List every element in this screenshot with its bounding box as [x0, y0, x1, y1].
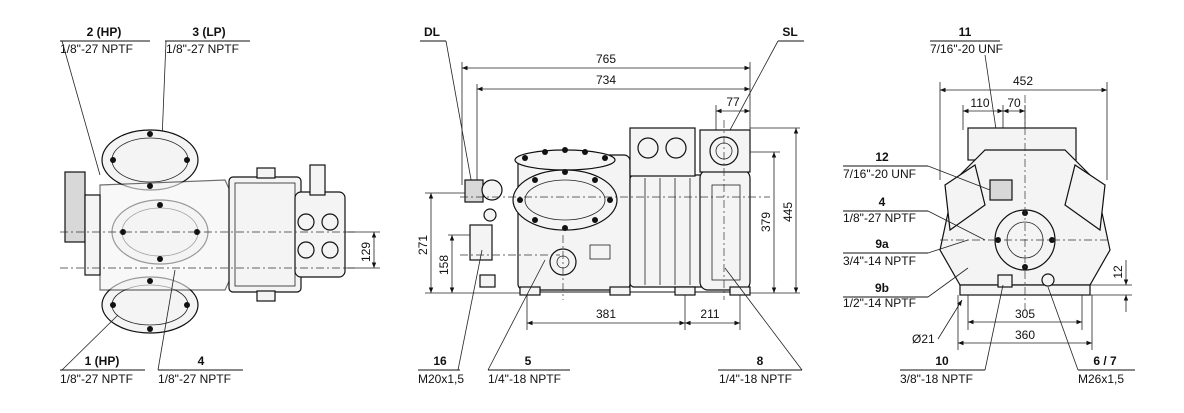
label-conn-5: 5 1/4"-18 NPTF	[487, 259, 570, 386]
right-view: 11 7/16"-20 UNF 452 110 70	[843, 25, 1135, 386]
label-conn-2-hp: 2 (HP) 1/8"-27 NPTF	[60, 25, 150, 176]
svg-text:9a: 9a	[875, 237, 889, 251]
svg-text:3/4"-14 NPTF: 3/4"-14 NPTF	[843, 254, 916, 268]
left-compressor-body	[60, 129, 355, 334]
svg-text:5: 5	[525, 354, 532, 368]
label-conn-16: 16 M20x1,5	[418, 249, 483, 386]
right-compressor-body	[939, 95, 1111, 310]
motor-end	[294, 191, 346, 278]
svg-text:DL: DL	[424, 25, 440, 39]
dim-452: 452	[939, 74, 1108, 180]
left-view: 2 (HP) 1/8"-27 NPTF 3 (LP) 1/8"-27 NPTF	[60, 25, 380, 386]
dim-381: 381	[526, 295, 686, 330]
svg-text:445: 445	[781, 202, 795, 222]
svg-text:7/16"-20 UNF: 7/16"-20 UNF	[843, 167, 916, 181]
dim-158: 158	[437, 234, 470, 293]
label-conn-6-7: 6 / 7 M26x1,5	[1047, 286, 1135, 386]
dim-211: 211	[685, 295, 741, 330]
label-conn-11: 11 7/16"-20 UNF	[930, 25, 1006, 191]
terminal-box	[228, 176, 302, 293]
dim-d21: Ø21	[912, 299, 963, 346]
svg-text:734: 734	[596, 73, 616, 87]
svg-text:110: 110	[970, 96, 989, 110]
svg-text:77: 77	[726, 95, 740, 109]
svg-text:211: 211	[700, 307, 719, 321]
conn-2-title: 2 (HP)	[87, 25, 122, 39]
motor-end-side	[699, 169, 751, 291]
svg-text:1/4"-18 NPTF: 1/4"-18 NPTF	[488, 372, 561, 386]
dim-765: 765	[461, 52, 751, 185]
center-compressor-body	[460, 120, 770, 300]
svg-text:1/4"-18 NPTF: 1/4"-18 NPTF	[719, 372, 792, 386]
svg-text:381: 381	[596, 307, 616, 321]
label-conn-9a: 9a 3/4"-14 NPTF	[843, 237, 969, 268]
svg-text:Ø21: Ø21	[912, 332, 935, 346]
svg-text:3/8"-18 NPTF: 3/8"-18 NPTF	[900, 372, 973, 386]
conn-4-title: 4	[198, 354, 205, 368]
label-conn-4-left: 4 1/8"-27 NPTF	[157, 269, 243, 386]
motor-fins	[629, 174, 706, 288]
label-conn-9b: 9b 1/2"-14 NPTF	[843, 267, 969, 310]
dim-77: 77	[715, 95, 750, 130]
svg-text:360: 360	[1015, 328, 1035, 342]
cylinder-head-top	[101, 129, 199, 191]
label-conn-8: 8 1/4"-18 NPTF	[718, 267, 803, 386]
label-conn-4-right: 4 1/8"-27 NPTF	[843, 195, 986, 241]
svg-text:70: 70	[1007, 96, 1021, 110]
svg-text:379: 379	[759, 212, 773, 232]
svg-text:1/2"-14 NPTF: 1/2"-14 NPTF	[843, 296, 916, 310]
svg-text:305: 305	[1015, 307, 1035, 321]
dim-305: 305	[967, 295, 1083, 330]
svg-text:10: 10	[935, 354, 949, 368]
svg-text:9b: 9b	[875, 281, 889, 295]
label-sl: SL	[729, 25, 804, 131]
label-conn-3-lp: 3 (LP) 1/8"-27 NPTF	[159, 25, 250, 191]
label-conn-1-hp: 1 (HP) 1/8"-27 NPTF	[60, 314, 145, 386]
dim-271: 271	[416, 192, 520, 294]
dim-12: 12	[1090, 260, 1132, 312]
conn-2-thread: 1/8"-27 NPTF	[60, 42, 133, 56]
svg-text:158: 158	[437, 255, 451, 275]
svg-text:8: 8	[757, 354, 764, 368]
dim-379: 379	[750, 151, 800, 294]
svg-text:M20x1,5: M20x1,5	[418, 372, 464, 386]
svg-text:4: 4	[879, 195, 886, 209]
conn-1-title: 1 (HP)	[85, 354, 120, 368]
svg-text:12: 12	[1111, 265, 1125, 279]
svg-text:452: 452	[1013, 74, 1033, 88]
svg-text:765: 765	[596, 52, 616, 66]
svg-text:M26x1,5: M26x1,5	[1078, 372, 1124, 386]
svg-text:16: 16	[433, 354, 447, 368]
label-conn-10: 10 3/8"-18 NPTF	[900, 284, 1004, 386]
svg-text:271: 271	[416, 235, 430, 255]
svg-text:1/8"-27 NPTF: 1/8"-27 NPTF	[843, 211, 916, 225]
svg-text:SL: SL	[782, 25, 797, 39]
valve-left	[64, 171, 86, 243]
svg-text:129: 129	[359, 242, 373, 262]
label-dl: DL	[420, 25, 473, 186]
svg-text:7/16"-20 UNF: 7/16"-20 UNF	[930, 42, 1003, 56]
dim-129: 129	[345, 231, 380, 269]
dim-360: 360	[957, 295, 1093, 350]
conn-4-thread: 1/8"-27 NPTF	[158, 372, 231, 386]
conn-1-thread: 1/8"-27 NPTF	[60, 372, 133, 386]
dim-445: 445	[750, 127, 800, 293]
valve-12	[989, 179, 1013, 201]
center-view: DL SL 765 734 77	[416, 25, 804, 386]
discharge-valve	[464, 179, 484, 203]
svg-text:12: 12	[875, 150, 889, 164]
svg-text:11: 11	[959, 25, 972, 39]
dim-734: 734	[476, 73, 750, 185]
label-conn-12: 12 7/16"-20 UNF	[843, 150, 991, 191]
svg-text:6 / 7: 6 / 7	[1093, 354, 1117, 368]
conn-3-thread: 1/8"-27 NPTF	[166, 42, 239, 56]
conn-3-title: 3 (LP)	[192, 25, 225, 39]
